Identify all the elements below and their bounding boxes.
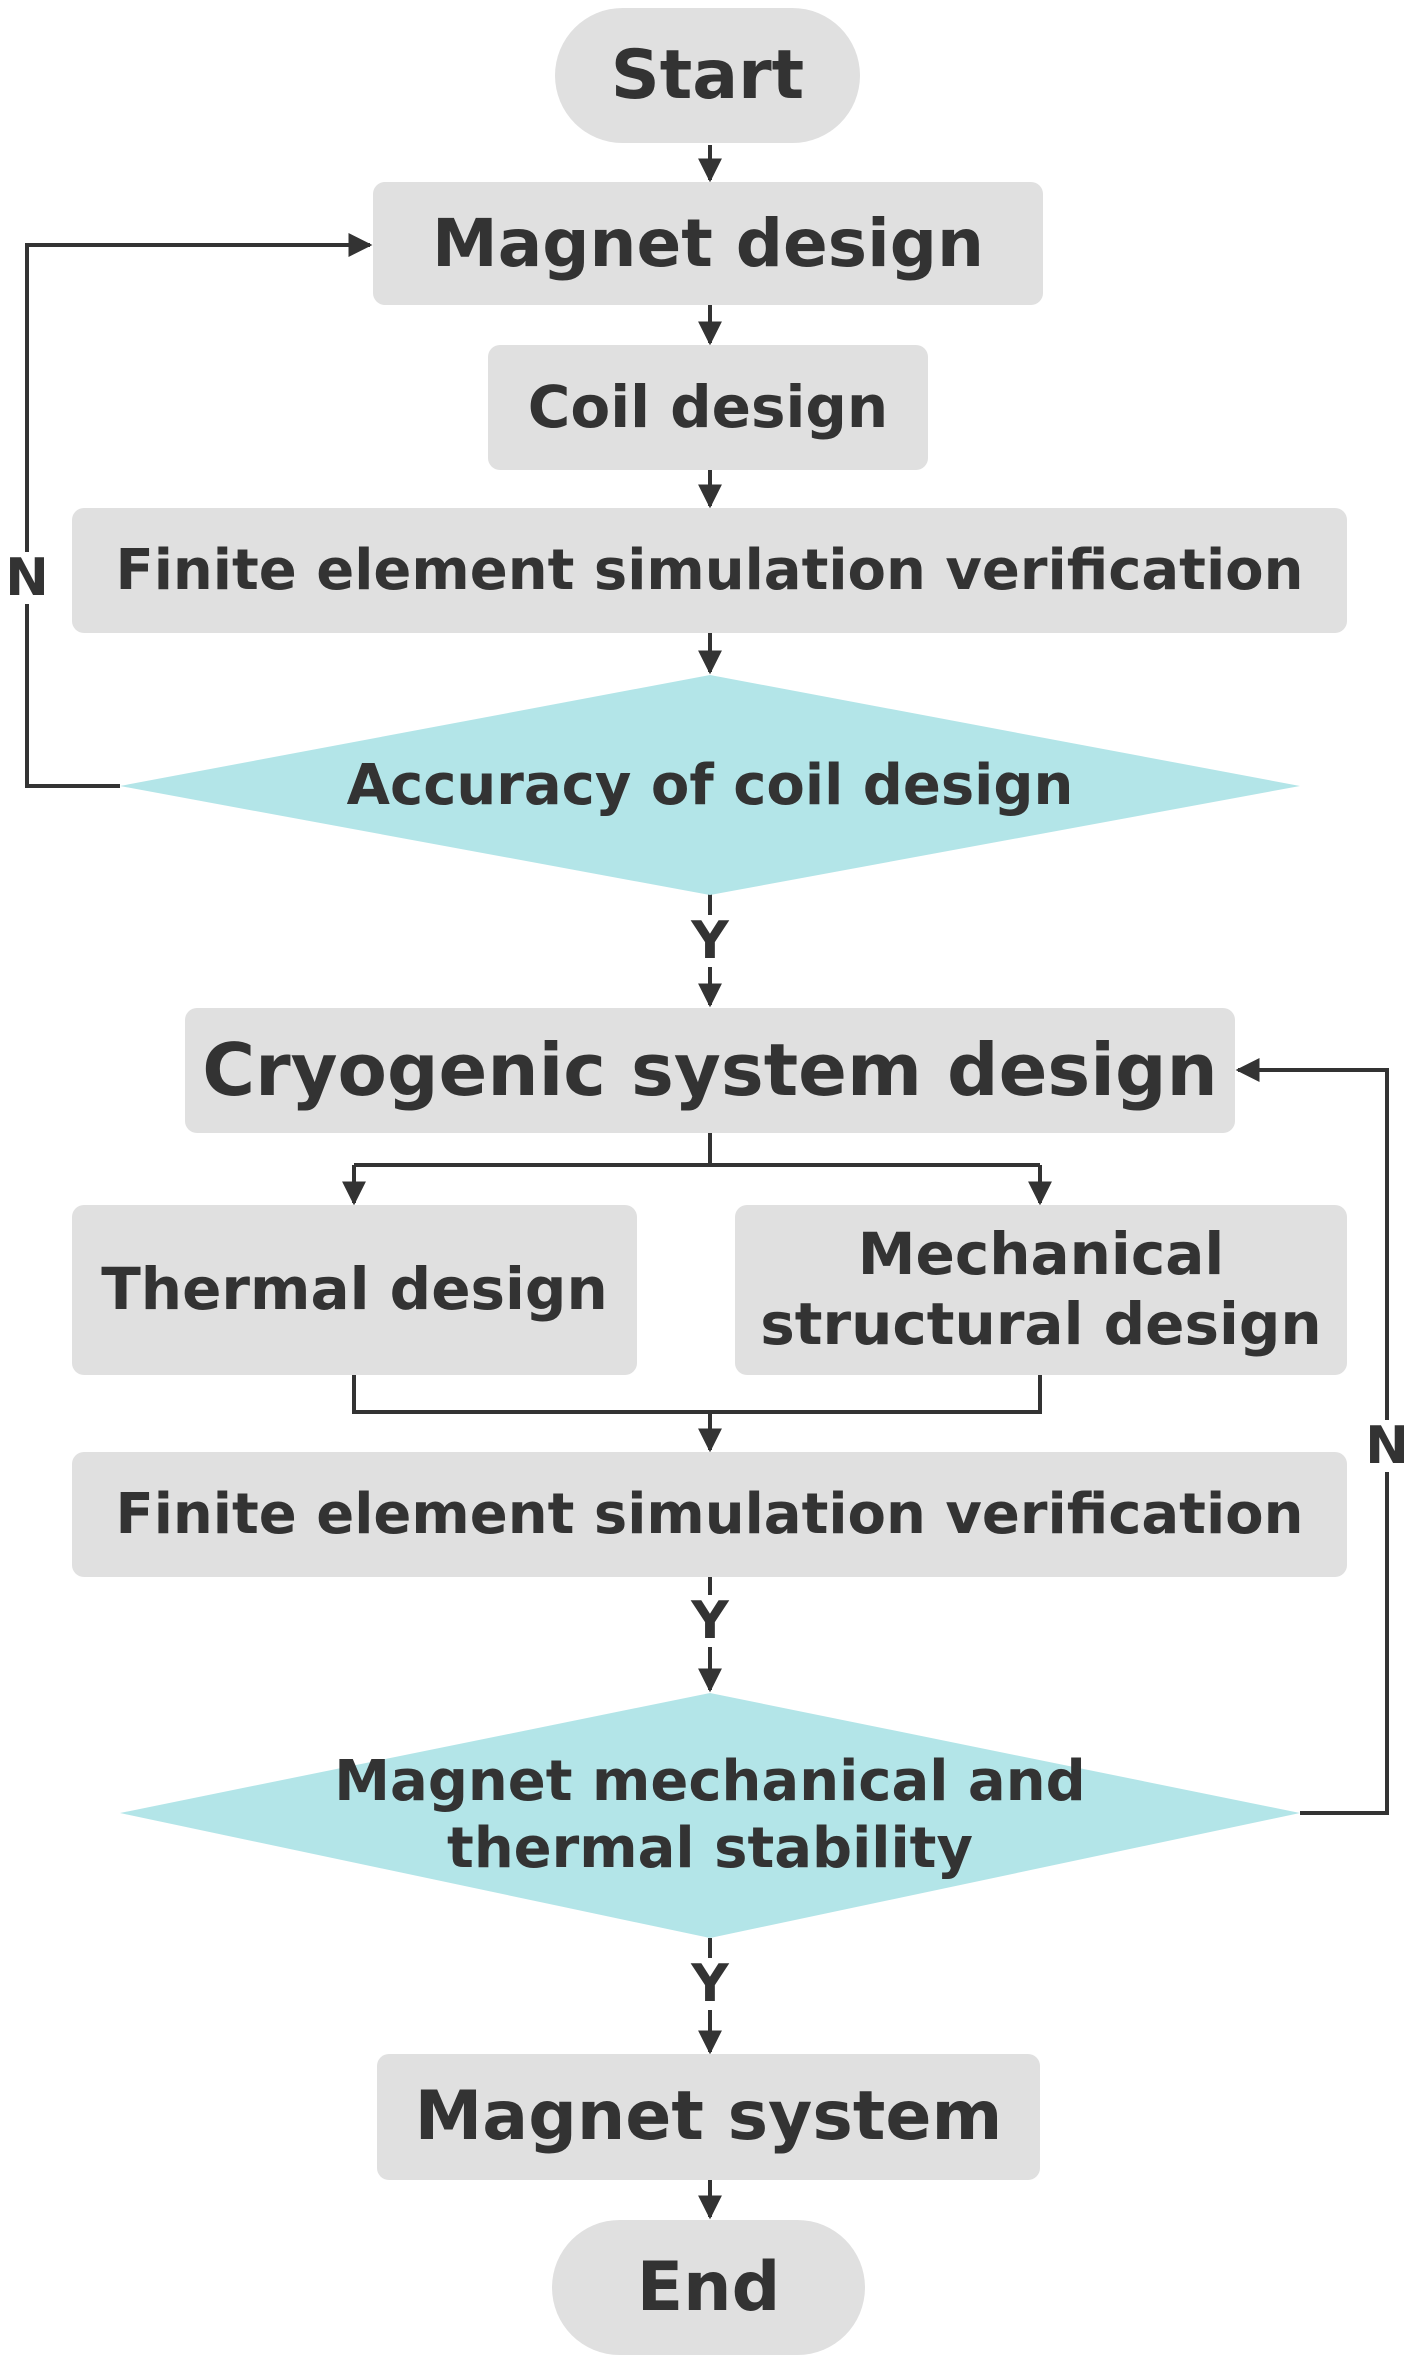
- edge-label-no-right: N: [1362, 1420, 1412, 1472]
- fe-sim-1-label: Finite element simulation verification: [115, 537, 1304, 603]
- fe-sim-2-node: Finite element simulation verification: [72, 1452, 1347, 1577]
- mechanical-node: Mechanical structural design: [735, 1205, 1347, 1375]
- cryogenic-node: Cryogenic system design: [185, 1008, 1235, 1133]
- merge-thermal-mechanical: [352, 1375, 1042, 1414]
- coil-design-label: Coil design: [527, 372, 889, 441]
- thermal-label: Thermal design: [101, 1255, 608, 1324]
- mechanical-label-line2: structural design: [760, 1290, 1322, 1358]
- fe-sim-1-node: Finite element simulation verification: [72, 508, 1347, 633]
- mechanical-label-line1: Mechanical: [857, 1220, 1225, 1289]
- cryogenic-label: Cryogenic system design: [202, 1028, 1218, 1113]
- loop-accuracy-no-to-magnet-design: [25, 233, 373, 788]
- start-node: Start: [555, 8, 860, 143]
- stability-decision: Magnet mechanical and thermal stability: [250, 1735, 1170, 1895]
- magnet-system-label: Magnet system: [414, 2077, 1003, 2157]
- edge-label-yes-1: Y: [685, 915, 735, 967]
- magnet-design-label: Magnet design: [432, 204, 984, 282]
- magnet-system-node: Magnet system: [377, 2054, 1040, 2180]
- decision-stability-shape: [120, 1693, 1300, 1938]
- end-node: End: [552, 2220, 865, 2355]
- stability-label-line2: thermal stability: [447, 1816, 973, 1881]
- decision-accuracy-shape: [120, 675, 1300, 895]
- accuracy-coil-label: Accuracy of coil design: [346, 753, 1074, 819]
- edge-label-yes-2: Y: [685, 1595, 735, 1647]
- stability-label-line1: Magnet mechanical and: [334, 1748, 1086, 1814]
- edge-label-no-left: N: [2, 552, 52, 604]
- accuracy-coil-decision: Accuracy of coil design: [230, 745, 1190, 827]
- magnet-design-node: Magnet design: [373, 182, 1043, 305]
- fe-sim-2-label: Finite element simulation verification: [115, 1481, 1304, 1547]
- start-label: Start: [610, 35, 805, 115]
- end-label: End: [636, 2247, 781, 2327]
- edge-label-yes-3: Y: [685, 1958, 735, 2010]
- thermal-node: Thermal design: [72, 1205, 637, 1375]
- coil-design-node: Coil design: [488, 345, 928, 470]
